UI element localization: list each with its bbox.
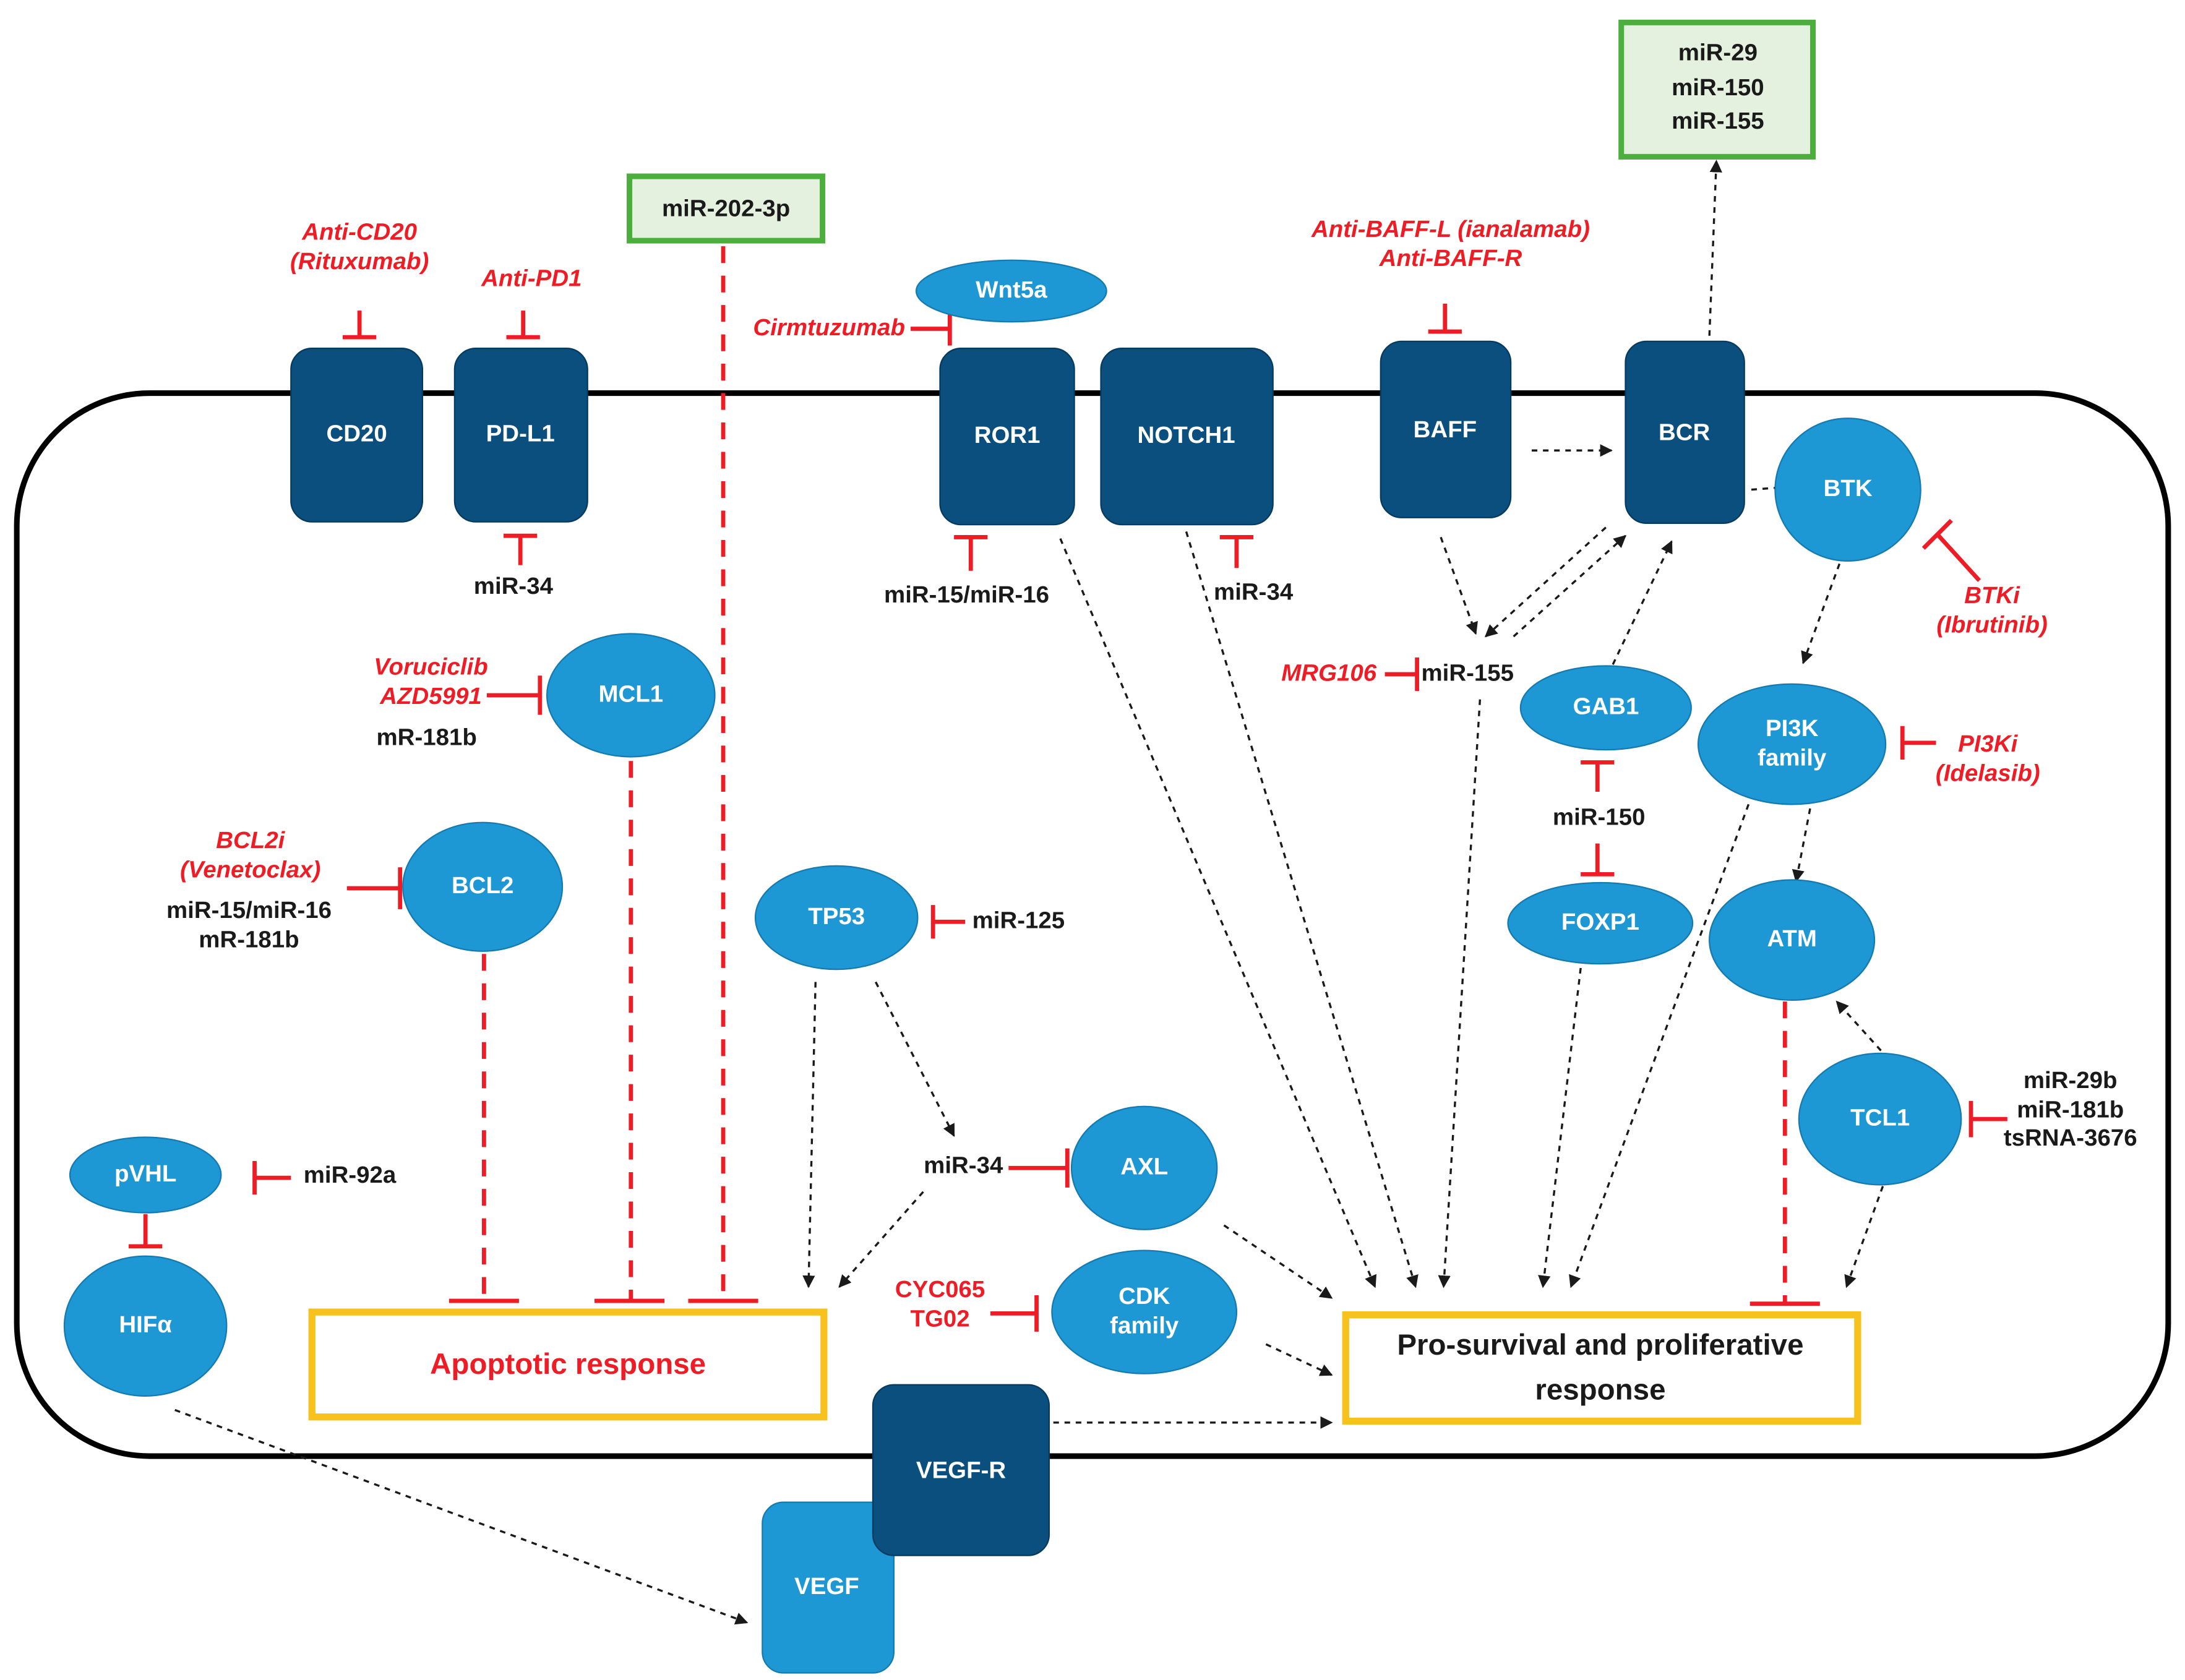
anti-baff-label: Anti-BAFF-L (ianalamab)Anti-BAFF-R: [1311, 215, 1590, 272]
prosurvival-response-box: [1342, 1311, 1861, 1425]
mcl1-node: [546, 633, 716, 758]
axl-node: [1070, 1105, 1218, 1230]
bcl2-label: BCL2: [451, 872, 514, 899]
tcl1-node: [1798, 1052, 1962, 1186]
wnt5a-node: [915, 259, 1107, 323]
bcr-receptor: [1625, 340, 1745, 524]
notch1-mir34-label: miR-34: [1214, 578, 1294, 606]
axl-label: AXL: [1120, 1153, 1169, 1180]
foxp1-node: [1507, 881, 1694, 965]
axl-mir34-label: miR-34: [924, 1152, 1003, 1179]
baff-receptor: [1380, 340, 1512, 518]
tp53-node: [754, 865, 919, 971]
btk-node: [1774, 418, 1921, 562]
atm-node: [1709, 879, 1876, 1001]
vegf-ligand: [762, 1501, 895, 1674]
arrow-mir155-to-prosurvival: [1438, 699, 1482, 1288]
arrow-hif-to-vegf: [174, 1408, 749, 1625]
cirmtuzumab-label: Cirmtuzumab: [753, 314, 906, 341]
bcr-label: BCR: [1658, 419, 1711, 446]
vegfr-receptor: [872, 1384, 1050, 1556]
bcl2i-label: BCL2i(Venetoclax): [180, 827, 321, 883]
arrow-gab1-to-bcr: [1612, 540, 1673, 665]
ror1-label: ROR1: [974, 422, 1041, 449]
gab1-label: GAB1: [1573, 693, 1639, 720]
cd20-label: CD20: [326, 420, 387, 447]
pvhl-label: pVHL: [114, 1160, 177, 1188]
arrow-ror1-to-prosurvival: [1059, 538, 1377, 1288]
arrow-pi3k-to-prosurvival: [1569, 804, 1750, 1288]
mir150-label: miR-150: [1552, 804, 1646, 831]
pi3k-node: [1697, 683, 1887, 805]
pvhl-node: [69, 1136, 222, 1214]
mcl1-label: MCL1: [598, 680, 664, 708]
tcl1-label: TCL1: [1850, 1104, 1910, 1131]
notch1-label: NOTCH1: [1137, 422, 1235, 449]
hif-label: HIFα: [119, 1311, 172, 1339]
foxp1-label: FOXP1: [1561, 909, 1639, 935]
arrow-mir155-to-bcr: [1513, 534, 1627, 638]
pdl1-receptor: [453, 348, 588, 523]
mirna-box-top-right: [1618, 19, 1816, 160]
pdl1-label: PD-L1: [486, 420, 555, 447]
anti-pd1-label: Anti-PD1: [481, 265, 582, 292]
arrow-pi3k-to-atm: [1792, 808, 1811, 883]
vegf-label: VEGF: [794, 1573, 859, 1600]
mirna-box-top-middle: [627, 173, 826, 244]
mcl1-mir-label: mR-181b: [376, 724, 477, 751]
mir155-label: miR-155: [1421, 659, 1514, 687]
arrow-notch1-to-prosurvival: [1185, 531, 1419, 1288]
cdk-node: [1051, 1249, 1238, 1374]
mrg106-label: MRG106: [1281, 659, 1377, 687]
atm-label: ATM: [1767, 925, 1817, 953]
arrow-mir34-to-apoptotic: [838, 1191, 924, 1288]
ror1-mir-label: miR-15/miR-16: [884, 581, 1050, 608]
pi3ki-label: PI3Ki(Idelasib): [1935, 730, 2040, 786]
apoptotic-response-label: Apoptotic response: [430, 1348, 706, 1381]
anti-cd20-label: Anti-CD20(Rituxumab): [290, 218, 429, 275]
ror1-receptor: [939, 348, 1075, 526]
notch1-receptor: [1100, 348, 1274, 526]
arrow-tcl1-to-atm: [1835, 1000, 1889, 1060]
mir92a-label: miR-92a: [303, 1162, 397, 1189]
cd20-receptor: [290, 348, 424, 523]
arrow-bcr-to-mirbox: [1708, 160, 1722, 336]
cell-membrane: [14, 390, 2171, 1459]
bcl2-node: [402, 821, 564, 952]
vegfr-label: VEGF-R: [916, 1457, 1007, 1484]
arrow-bcr-to-mir155: [1484, 526, 1607, 638]
mirna-box-top-middle-text: miR-202-3p: [662, 195, 791, 222]
btki-label: BTKi(Ibrutinib): [1936, 582, 2048, 638]
gab1-node: [1519, 665, 1692, 751]
arrow-cdk-to-prosurvival: [1265, 1343, 1333, 1376]
tp53-label: TP53: [808, 902, 865, 930]
arrow-foxp1-to-prosurvival: [1538, 967, 1582, 1288]
wnt5a-label: Wnt5a: [976, 276, 1047, 303]
baff-label: BAFF: [1413, 416, 1477, 444]
apoptotic-response-box: [308, 1308, 828, 1421]
pdl1-mir34-label: miR-34: [473, 573, 553, 600]
btk-label: BTK: [1823, 475, 1873, 502]
mir125-label: miR-125: [972, 907, 1065, 934]
hif-node: [63, 1255, 228, 1397]
